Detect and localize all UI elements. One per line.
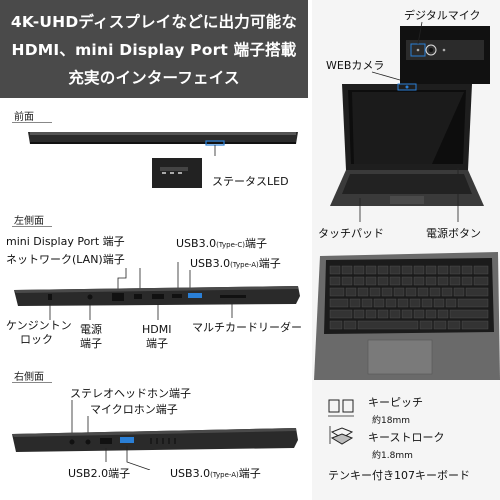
web-camera-label: WEBカメラ xyxy=(326,59,385,72)
header-line-2: HDMI、mini Display Port 端子搭載 xyxy=(11,41,297,59)
usb-a-main: USB3.0 xyxy=(190,257,231,270)
usb-c-label: USB3.0(Type-C)端子 xyxy=(176,237,268,251)
stereo-headphone-label: ステレオヘッドホン端子 xyxy=(70,387,191,400)
usb-c-tail: 端子 xyxy=(245,237,268,250)
digital-mic-label: デジタルマイク xyxy=(404,9,481,22)
usb3a-right-sub: (Type-A) xyxy=(210,471,239,479)
header-line-1: 4K-UHDディスプレイなどに出力可能な xyxy=(10,13,298,31)
front-view-illustration xyxy=(28,132,298,188)
tenkey-label: テンキー付き107キーボード xyxy=(328,469,470,482)
usb-c-sub: (Type-C) xyxy=(216,241,246,249)
usb2-label: USB2.0端子 xyxy=(68,467,131,480)
kensington-label-1: ケンジントン xyxy=(6,319,72,332)
right-side-illustration xyxy=(12,400,298,470)
usb3a-right-label: USB3.0(Type-A)端子 xyxy=(170,467,261,481)
lan-label: ネットワーク(LAN)端子 xyxy=(6,253,125,266)
left-side-tag-underline xyxy=(12,226,52,227)
touchpad-label: タッチパッド xyxy=(318,227,384,240)
usb3a-right-tail: 端子 xyxy=(238,467,261,480)
left-side-tag: 左側面 xyxy=(14,216,44,227)
usb-a-tail: 端子 xyxy=(258,257,281,270)
right-side-tag-underline xyxy=(12,382,52,383)
key-stroke-value: 約1.8mm xyxy=(372,451,413,461)
power-port-label-2: 端子 xyxy=(80,337,102,350)
header-banner: 4K-UHDディスプレイなどに出力可能な HDMI、mini Display P… xyxy=(0,0,308,98)
key-stroke-label: キーストローク xyxy=(368,431,445,444)
status-led-label: ステータスLED xyxy=(212,175,289,188)
usb-a-label: USB3.0(Type-A)端子 xyxy=(190,257,281,271)
left-side-illustration xyxy=(14,262,300,320)
header-line-3: 充実のインターフェイス xyxy=(68,69,240,87)
front-tag: 前面 xyxy=(14,112,34,123)
power-button-label: 電源ボタン xyxy=(426,227,481,240)
front-tag-underline xyxy=(12,122,52,123)
right-side-tag: 右側面 xyxy=(14,372,44,383)
key-pitch-value: 約18mm xyxy=(372,416,410,426)
usb3a-right-main: USB3.0 xyxy=(170,467,211,480)
usb-a-sub: (Type-A) xyxy=(230,261,259,269)
card-reader-label: マルチカードリーダー xyxy=(192,321,302,334)
hdmi-label-2: 端子 xyxy=(146,337,168,350)
mini-dp-label: mini Display Port 端子 xyxy=(6,235,125,248)
kensington-label-2: ロック xyxy=(20,333,53,346)
usb-c-main: USB3.0 xyxy=(176,237,217,250)
key-spec-icons xyxy=(328,399,354,445)
key-pitch-label: キーピッチ xyxy=(368,396,423,409)
keyboard-illustration xyxy=(314,252,500,380)
microphone-label: マイクロホン端子 xyxy=(90,403,178,416)
display-illustration xyxy=(330,21,490,222)
power-port-label-1: 電源 xyxy=(80,323,102,336)
hdmi-label-1: HDMI xyxy=(142,323,172,336)
